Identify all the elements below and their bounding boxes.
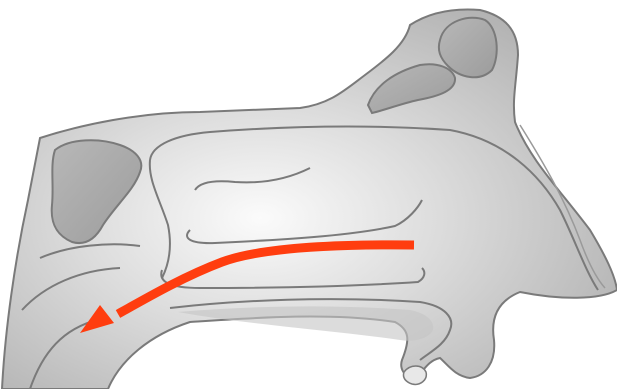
palate-shadow — [178, 306, 433, 340]
uvula-tip — [403, 366, 426, 384]
